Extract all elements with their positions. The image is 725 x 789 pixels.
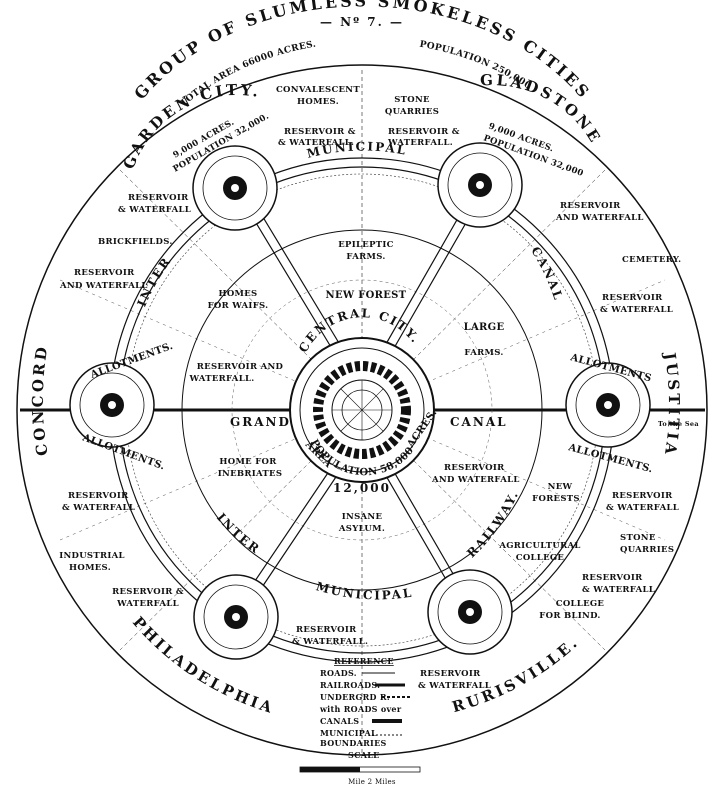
label-homes-waifs: HOMES	[219, 289, 258, 299]
ring-municipal-bottom: MUNICIPAL	[314, 579, 414, 602]
label-home-inebriates-2: INEBRIATES	[218, 469, 283, 479]
satellite-garden-city	[192, 145, 278, 231]
reference-item: CANALS	[320, 716, 359, 726]
label-res-bot: RESERVOIR	[296, 625, 357, 635]
label-new-forests: NEW	[548, 482, 573, 492]
reference-item: UNDERGRD R.	[320, 692, 390, 702]
label-stone-quarries-b: STONE	[620, 533, 656, 543]
label-college-blind: COLLEGE	[556, 599, 605, 609]
reference-item: BOUNDARIES	[320, 738, 387, 748]
label-agricultural-college: AGRICULTURAL	[498, 541, 580, 551]
label-insane-asylum: INSANE	[342, 512, 383, 522]
label-res-c2: RESERVOIR	[444, 463, 505, 473]
label-res-far: RESERVOIR	[582, 573, 643, 583]
label-res-l: RESERVOIR	[74, 268, 135, 278]
scale-note: Mile 2 Miles	[348, 778, 396, 786]
satellite-philadelphia	[193, 574, 279, 660]
reference-title: REFERENCE	[334, 656, 394, 666]
inner-ring	[181, 229, 543, 591]
reference-item: RAILROADS.	[320, 680, 380, 690]
label-cemetery: CEMETERY.	[622, 255, 681, 265]
label-res-rr-2: & WATERFALL	[606, 503, 679, 513]
reference-item: MUNICIPAL	[320, 728, 377, 738]
grand-canal-left: GRAND	[230, 415, 291, 429]
label-res-rr: RESERVOIR	[612, 491, 673, 501]
label-res-c2-2: AND WATERFALL	[431, 475, 520, 485]
satellite-justitia	[565, 362, 651, 448]
label-stone-quarries: STONE	[394, 95, 430, 105]
label-res-tl: RESERVOIR	[128, 193, 189, 203]
label-res-gc: RESERVOIR &	[284, 127, 356, 137]
label-new-forest: NEW FOREST	[326, 290, 407, 301]
label-res-c-2: WATERFALL.	[188, 374, 254, 384]
label-res-ph-2: WATERFALL	[116, 599, 179, 609]
label-res-tl-2: & WATERFALL	[118, 205, 191, 215]
label-epileptic-2: FARMS.	[346, 252, 385, 262]
scale-bar: Mile 2 Miles	[299, 766, 421, 786]
label-epileptic: EPILEPTIC	[338, 240, 393, 250]
label-brickfields: BRICKFIELDS.	[98, 237, 173, 247]
label-industrial-homes-2: HOMES.	[69, 563, 111, 573]
label-college-blind-2: FOR BLIND.	[539, 611, 600, 621]
label-res-r: RESERVOIR	[602, 293, 663, 303]
label-stone-quarries-b-2: QUARRIES	[620, 545, 674, 555]
label-res-gc-2: & WATERFALL.	[278, 138, 354, 148]
label-convalescent-2: HOMES.	[297, 97, 339, 107]
label-res-tr-2: AND WATERFALL	[555, 213, 644, 223]
reference-item: with ROADS over	[319, 704, 402, 714]
grand-canal-right: CANAL	[450, 415, 508, 429]
reference-legend: REFERENCE ROADS. RAILROADS. UNDERGRD R. …	[319, 656, 412, 760]
label-stone-quarries-2: QUARRIES	[385, 107, 439, 117]
satellite-rurisville	[427, 569, 513, 655]
label-agricultural-college-2: COLLEGE	[516, 553, 565, 563]
label-res-gl: RESERVOIR &	[388, 127, 460, 137]
label-homes-waifs-2: FOR WAIFS.	[208, 301, 269, 311]
label-res-far-2: & WATERFALL	[582, 585, 655, 595]
label-industrial-homes: INDUSTRIAL	[59, 551, 125, 561]
label-new-forests-2: FORESTS	[532, 494, 580, 504]
label-res-bot-2: & WATERFALL.	[292, 637, 368, 647]
reference-item: ROADS.	[320, 668, 357, 678]
label-res-r-2: & WATERFALL	[600, 305, 673, 315]
satellite-gladstone	[437, 142, 523, 228]
label-insane-asylum-2: ASYLUM.	[338, 524, 385, 534]
label-convalescent: CONVALESCENT	[276, 85, 360, 95]
satellite-concord	[69, 362, 155, 448]
label-res-ru-2: & WATERFALL	[418, 681, 491, 691]
label-res-c: RESERVOIR AND	[197, 362, 284, 372]
concord-name: CONCORD	[29, 343, 52, 457]
justitia-name: JUSTITIA	[660, 350, 683, 459]
label-to-sea: To the Sea	[658, 420, 699, 428]
label-large-farms-2: FARMS.	[464, 348, 503, 358]
label-res-gl-2: WATERFALL.	[387, 138, 453, 148]
plate-number: — Nº 7. —	[320, 15, 404, 29]
central-area-value: 12,000	[333, 481, 391, 495]
label-home-inebriates: HOME FOR	[219, 457, 277, 467]
label-res-tr: RESERVOIR	[560, 201, 621, 211]
label-res-ll: RESERVOIR	[68, 491, 129, 501]
reference-item: SCALE	[348, 750, 380, 760]
central-city	[289, 337, 435, 483]
label-res-ru: RESERVOIR	[420, 669, 481, 679]
label-res-ph: RESERVOIR &	[112, 587, 184, 597]
label-res-ll-2: & WATERFALL	[62, 503, 135, 513]
label-large-farms: LARGE	[464, 322, 505, 333]
label-res-l-2: AND WATERFALL	[59, 281, 148, 291]
